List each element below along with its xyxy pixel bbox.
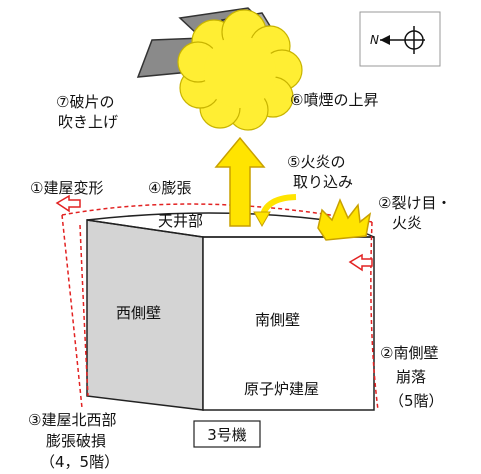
fire-intake-label-line2: 取り込み [293, 173, 353, 191]
deformation-outline [61, 203, 379, 411]
south-wall-label: 南側壁 [255, 311, 300, 329]
reactor-building-label: 原子炉建屋 [244, 380, 319, 398]
collapse-arrow [348, 253, 373, 272]
south-collapse-label-line3: （5階） [389, 392, 444, 410]
unit-label-box: 3号機 [193, 420, 261, 448]
crack-flame [317, 198, 372, 241]
deformation-label: ①建屋変形 [30, 179, 103, 197]
debris-label-line1: ⑦破片の [56, 93, 114, 111]
expansion-arrow [214, 136, 266, 227]
south-collapse-label-line1: ②南側壁 [380, 344, 438, 362]
crack-label-line2: 火炎 [392, 214, 422, 232]
northwest-damage-label-line3: （4，5階） [40, 453, 119, 471]
fire-intake-label-line1: ⑤火炎の [287, 153, 345, 171]
deformation-arrow [55, 194, 81, 213]
fire-intake-arrow [253, 194, 297, 228]
smoke-label: ⑥噴煙の上昇 [290, 91, 378, 109]
compass: N [359, 11, 441, 67]
compass-label: N [370, 33, 379, 47]
northwest-damage-label-line2: 膨張破損 [46, 432, 106, 450]
northwest-damage-label-line1: ③建屋北西部 [28, 411, 116, 429]
south-collapse-label-line2: 崩落 [396, 368, 426, 386]
unit-label: 3号機 [207, 426, 247, 444]
west-wall-label: 西側壁 [116, 304, 161, 322]
expansion-label: ④膨張 [148, 179, 191, 197]
debris-label-line2: 吹き上げ [58, 113, 118, 131]
compass-arrow-icon [380, 26, 425, 54]
crack-label-line1: ②裂け目・ [378, 194, 451, 212]
smoke-cloud [177, 9, 303, 131]
ceiling-label: 天井部 [158, 212, 203, 230]
